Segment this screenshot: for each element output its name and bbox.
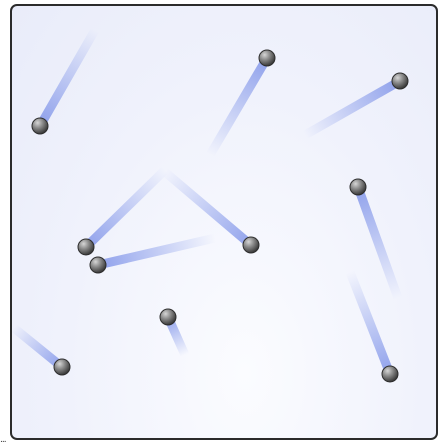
motion-trail xyxy=(98,238,215,265)
motion-trail xyxy=(358,187,398,298)
simulation-canvas xyxy=(12,6,438,440)
ball-icon[interactable] xyxy=(382,366,398,382)
motion-trail xyxy=(14,328,62,367)
motion-trail xyxy=(350,272,390,374)
motion-trail xyxy=(40,30,95,126)
ball-icon[interactable] xyxy=(78,239,94,255)
ball-icon[interactable] xyxy=(350,179,366,195)
trails-layer xyxy=(14,30,400,374)
motion-trail xyxy=(86,170,165,247)
simulation-board[interactable] xyxy=(10,4,438,440)
ball-icon[interactable] xyxy=(90,257,106,273)
ball-icon[interactable] xyxy=(32,118,48,134)
ball-icon[interactable] xyxy=(54,359,70,375)
ball-icon[interactable] xyxy=(392,73,408,89)
motion-trail xyxy=(305,81,400,135)
ball-icon[interactable] xyxy=(160,309,176,325)
ball-icon[interactable] xyxy=(243,237,259,253)
corner-mark: ... xyxy=(0,436,6,445)
motion-trail xyxy=(210,58,267,155)
motion-trail xyxy=(165,172,251,245)
ball-icon[interactable] xyxy=(259,50,275,66)
